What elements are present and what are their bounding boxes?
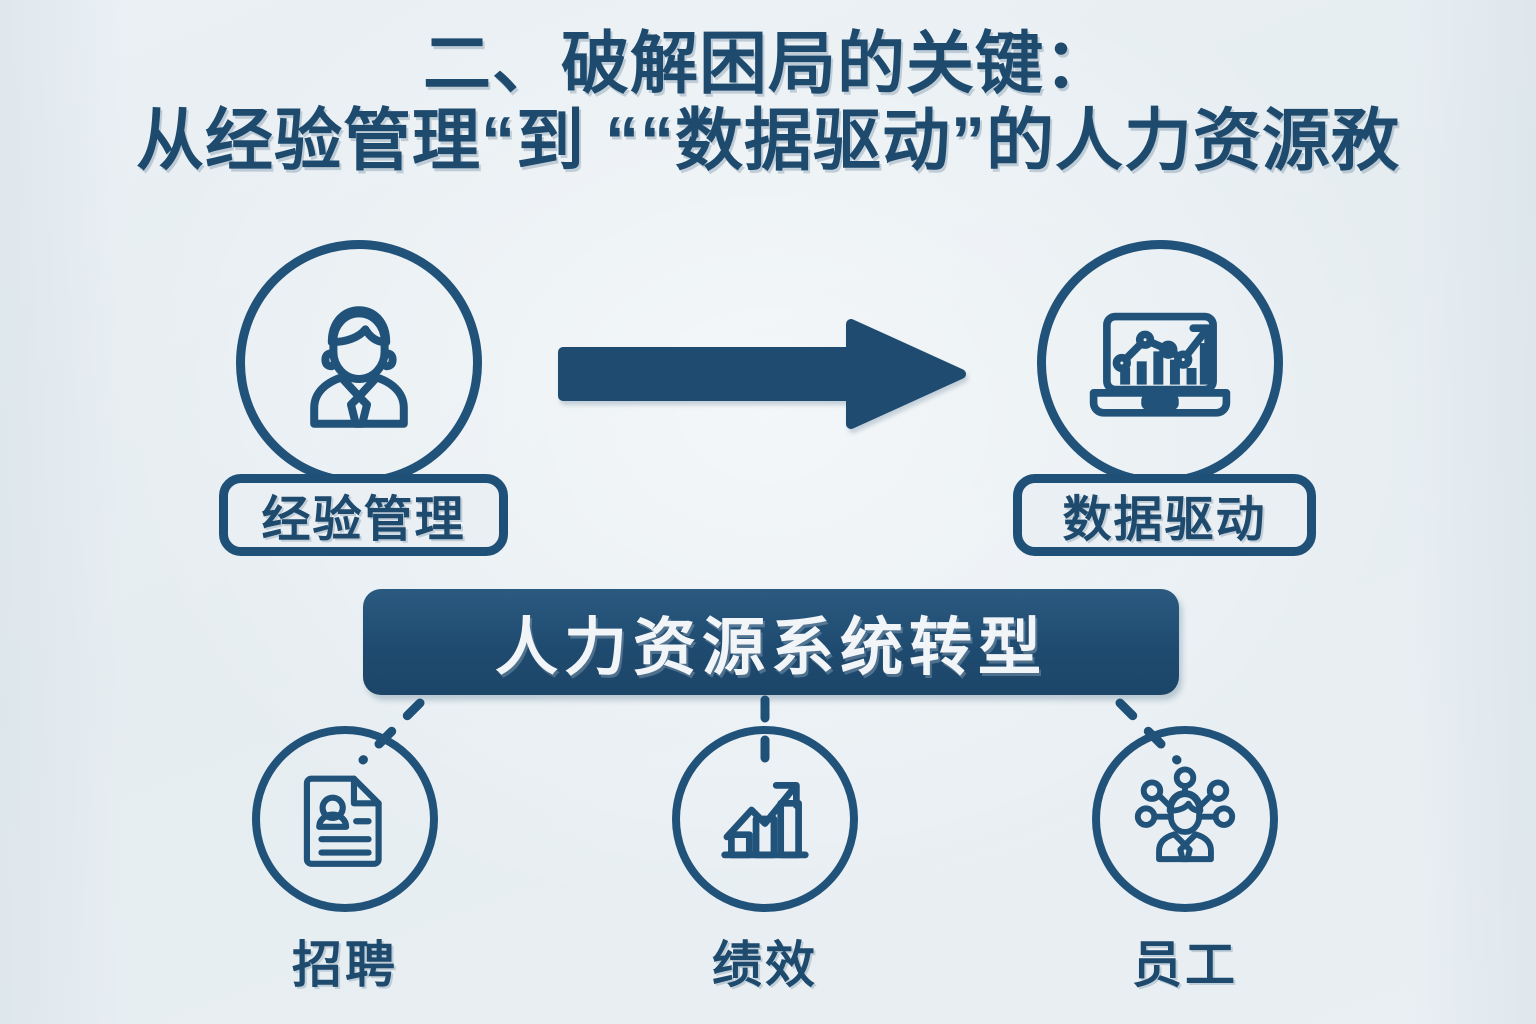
flow-node-datadriven[interactable] bbox=[1037, 240, 1283, 486]
page-title: 二、破解困局的关键： 从经验管理“到 ““数据驱动”的人力资源敄 bbox=[0, 26, 1536, 180]
experience-circle bbox=[236, 240, 482, 486]
flow-node-experience[interactable] bbox=[236, 240, 482, 486]
title-line-1: 二、破解困局的关键： bbox=[422, 26, 1113, 102]
label-experience-management[interactable]: 经验管理 bbox=[219, 474, 508, 556]
pillar-node-performance[interactable] bbox=[672, 726, 858, 912]
employee-circle bbox=[1092, 726, 1278, 912]
pillar-node-recruitment[interactable] bbox=[252, 726, 438, 912]
label-data-driven[interactable]: 数据驱动 bbox=[1013, 474, 1316, 556]
resume-document-icon bbox=[303, 775, 382, 867]
pillar-label-employee: 员工 bbox=[1132, 937, 1238, 993]
pillar-node-employee[interactable] bbox=[1092, 726, 1278, 912]
laptop-analytics-icon bbox=[1089, 312, 1231, 417]
pillar-label-performance: 绩效 bbox=[712, 937, 818, 993]
transformation-banner[interactable]: 人力资源系统转型 bbox=[363, 589, 1179, 695]
banner-label: 人力资源系统转型 bbox=[495, 612, 1047, 683]
recruitment-circle bbox=[252, 726, 438, 912]
right-arrow-icon bbox=[558, 319, 966, 429]
pillar-label-recruitment: 招聘 bbox=[292, 937, 398, 993]
growth-bar-chart-icon bbox=[721, 782, 809, 859]
datadriven-circle bbox=[1037, 240, 1283, 486]
performance-circle bbox=[672, 726, 858, 912]
person-network-icon bbox=[1134, 766, 1236, 863]
businessperson-icon bbox=[310, 306, 408, 428]
title-line-2: 从经验管理“到 ““数据驱动”的人力资源敄 bbox=[136, 103, 1400, 180]
